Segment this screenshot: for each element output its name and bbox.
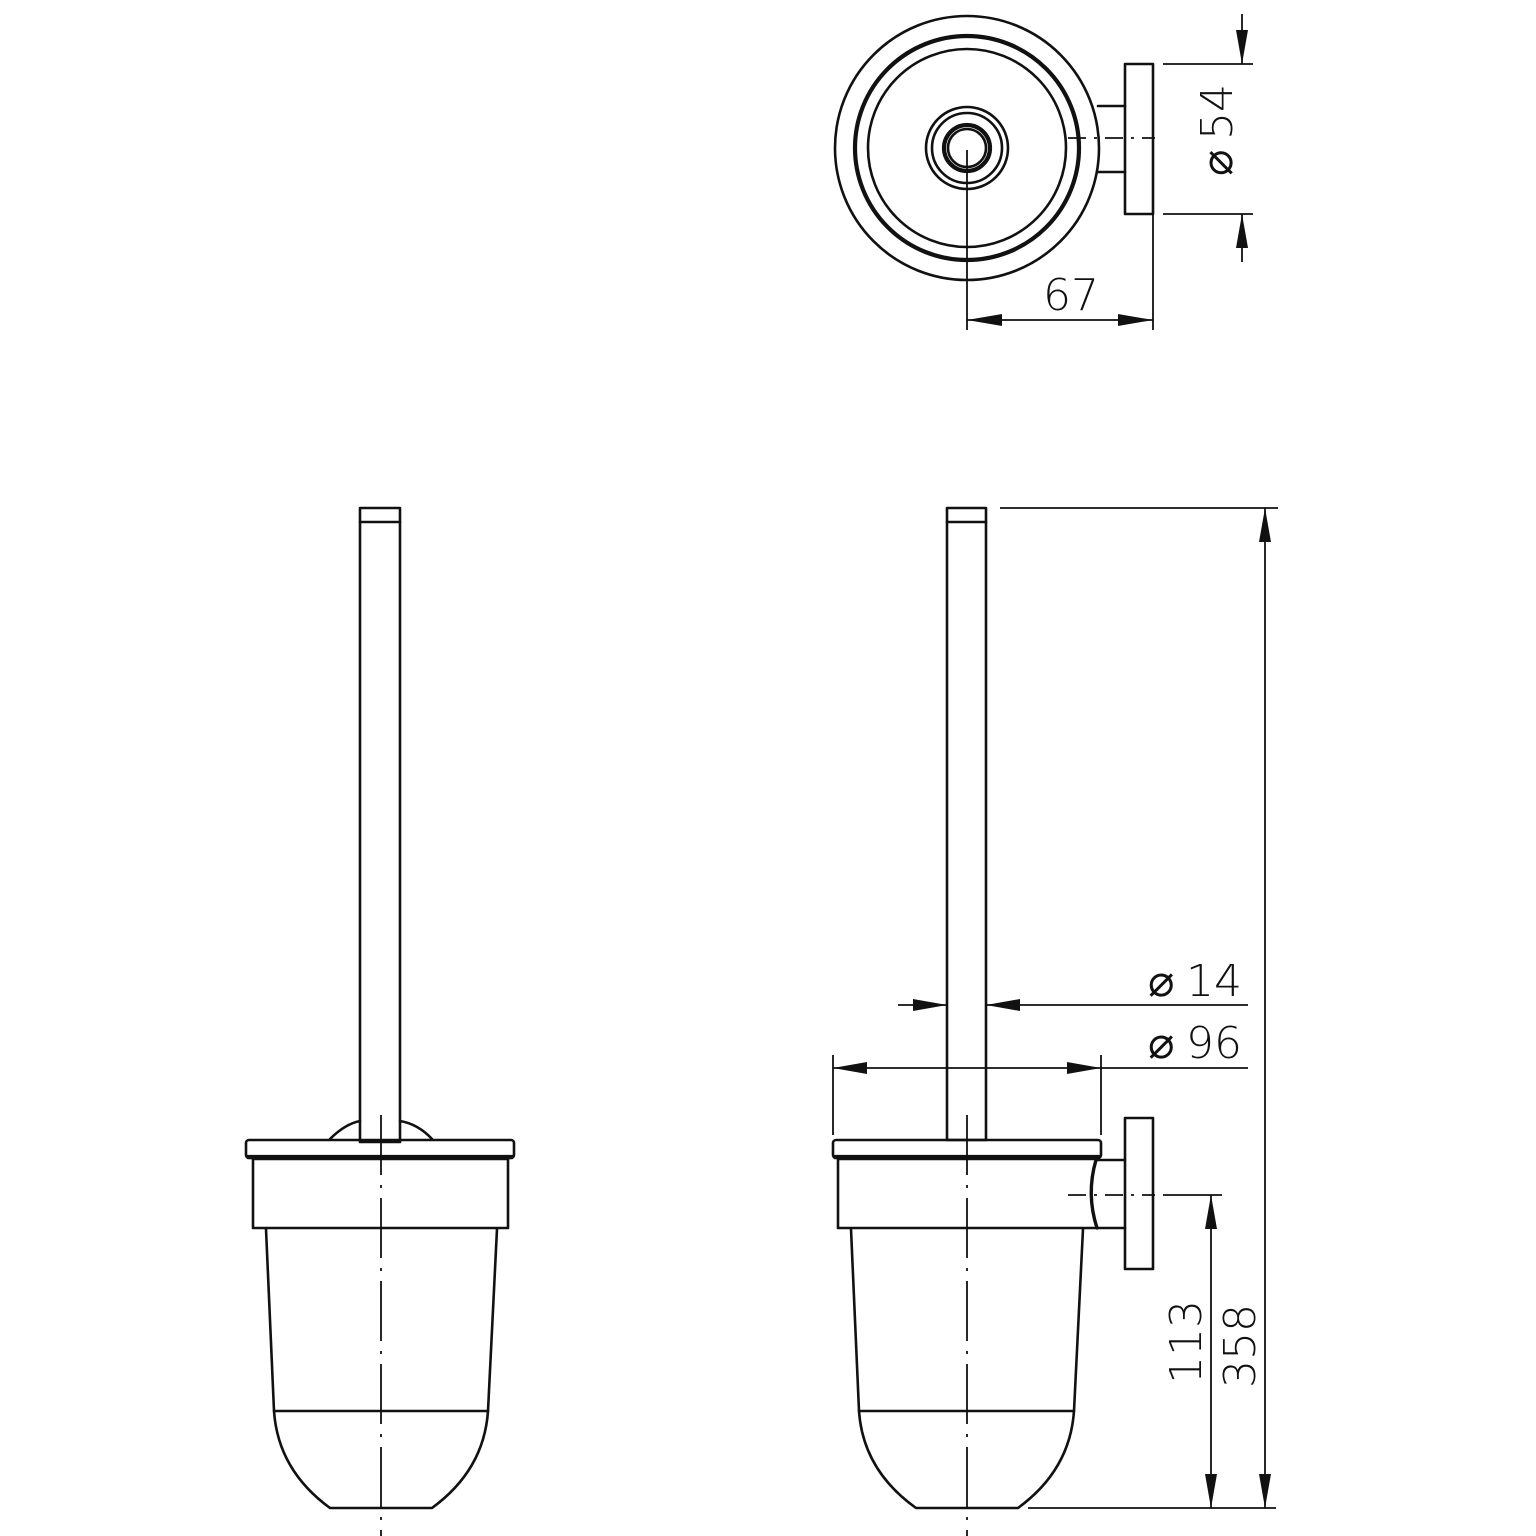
arrow-up-icon <box>1236 214 1248 248</box>
dim-54-extension-lines <box>1163 63 1253 215</box>
dim-handle-diameter: 14 <box>1186 956 1242 1007</box>
arrow-down-icon <box>1205 1474 1217 1508</box>
arrow-up-icon <box>1205 1195 1217 1229</box>
dim-wall-projection: 67 <box>1043 270 1099 321</box>
dim-total-height: 358 <box>1215 1304 1266 1388</box>
dim-container-diameter-symbol: ⌀ <box>1148 1018 1175 1069</box>
arm-connector <box>1096 104 1127 174</box>
dim-mount-height: 113 <box>1161 1300 1212 1384</box>
dim-handle-diameter-symbol: ⌀ <box>1148 956 1175 1007</box>
arrow-right-icon <box>1118 314 1153 326</box>
side-view: ⌀ 14 ⌀ 96 113 358 <box>831 506 1278 1536</box>
top-view: 67 ⌀ 54 <box>833 14 1253 330</box>
arrow-down-icon <box>1259 1474 1271 1508</box>
arrow-left-icon <box>967 314 1002 326</box>
glass-container-side <box>849 1227 1085 1510</box>
collar-dome <box>328 1119 434 1141</box>
arrow-left-icon <box>833 1062 867 1074</box>
dim-bracket-diameter-symbol: ⌀ <box>1192 150 1243 177</box>
arrow-left-icon <box>986 999 1020 1011</box>
brush-handle <box>358 506 402 1144</box>
bracket-arm-curve <box>1089 1158 1099 1230</box>
glass-container <box>264 1227 499 1510</box>
brush-handle-side <box>945 506 988 1142</box>
dim-bracket-diameter: 54 <box>1192 84 1243 140</box>
front-view <box>244 506 516 1536</box>
arrow-right-icon <box>913 999 947 1011</box>
arrow-down-icon <box>1236 30 1248 64</box>
arrow-up-icon <box>1259 508 1271 542</box>
wall-plate-top <box>1123 62 1155 216</box>
arrow-right-icon <box>1067 1062 1101 1074</box>
container-collar-side <box>836 1157 1127 1230</box>
dim-container-diameter: 96 <box>1186 1018 1242 1069</box>
wall-plate-side <box>1123 1116 1155 1271</box>
